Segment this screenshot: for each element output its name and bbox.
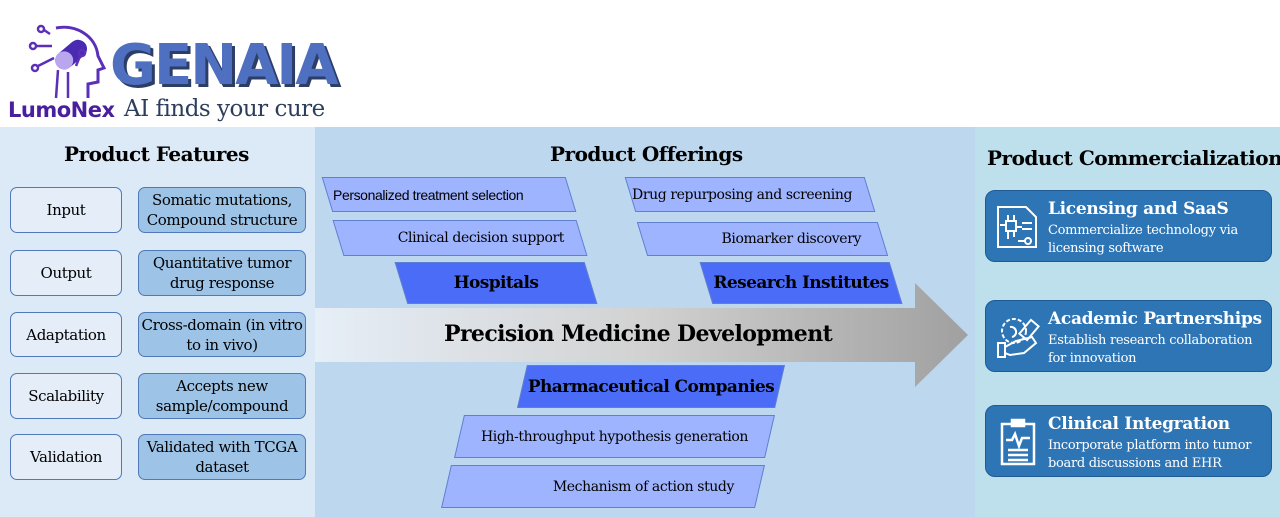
card-clinical-integration: Clinical Integration Incorporate platfor… [985, 405, 1272, 477]
customer-hospitals: Hospitals [394, 262, 598, 304]
handshake-icon [997, 318, 1041, 358]
card-description: Commercialize technology via licensing s… [1048, 223, 1238, 256]
customer-pharmaceutical-companies: Pharmaceutical Companies [517, 365, 785, 408]
offering-item-label: Biomarker discovery [721, 231, 861, 247]
customer-label: Hospitals [453, 273, 539, 293]
customer-label: Research Institutes [713, 273, 889, 293]
feature-label: Scalability [10, 373, 122, 419]
feature-value: Validated with TCGA dataset [138, 434, 306, 480]
feature-label: Output [10, 250, 122, 296]
commercialization-title: Product Commercialization [987, 146, 1280, 170]
brand-name: LumoNex [8, 98, 115, 122]
offering-item-label: High-throughput hypothesis generation [480, 428, 749, 445]
feature-value: Accepts new sample/compound [138, 373, 306, 419]
offering-item: Mechanism of action study [441, 465, 765, 508]
feature-label: Adaptation [10, 312, 122, 357]
offering-item-label: Drug repurposing and screening [632, 186, 853, 203]
offering-item: High-throughput hypothesis generation [454, 415, 775, 458]
features-title: Product Features [64, 142, 249, 166]
offering-item: Drug repurposing and screening [624, 177, 876, 212]
offering-item-label: Mechanism of action study [552, 478, 735, 495]
precision-medicine-arrow [315, 283, 968, 387]
brain-pill-icon [28, 24, 106, 99]
card-licensing: Licensing and SaaS Commercialize technol… [985, 190, 1272, 262]
customer-label: Pharmaceutical Companies [527, 376, 775, 397]
feature-value: Quantitative tumor drug response [138, 250, 306, 296]
offering-item-label: Personalized treatment selection [333, 186, 524, 203]
customer-research-institutes: Research Institutes [699, 262, 903, 304]
offering-item: Biomarker discovery [636, 222, 889, 256]
card-title: Licensing and SaaS [1048, 199, 1229, 219]
card-academic-partnerships: Academic Partnerships Establish research… [985, 300, 1272, 372]
tagline: AI finds your cure [124, 96, 325, 122]
card-title: Clinical Integration [1048, 414, 1230, 434]
feature-label: Validation [10, 434, 122, 480]
arrow-label: Precision Medicine Development [444, 321, 833, 347]
logo: LumoNex GENAIA AI finds your cure [8, 20, 339, 125]
chip-document-icon [997, 206, 1037, 248]
feature-value: Cross-domain (in vitro to in vivo) [138, 312, 306, 357]
clipboard-heartbeat-icon [1000, 418, 1036, 466]
feature-value: Somatic mutations, Compound structure [138, 187, 306, 233]
card-description: Incorporate platform into tumor board di… [1048, 438, 1252, 471]
offerings-title: Product Offerings [550, 142, 743, 166]
offering-item: Clinical decision support [332, 220, 588, 256]
product-name: GENAIA [110, 33, 339, 98]
card-description: Establish research collaboration for inn… [1048, 333, 1253, 366]
feature-label: Input [10, 187, 122, 233]
card-title: Academic Partnerships [1048, 309, 1262, 329]
offering-item: Personalized treatment selection [321, 177, 577, 212]
offering-item-label: Clinical decision support [397, 230, 565, 246]
